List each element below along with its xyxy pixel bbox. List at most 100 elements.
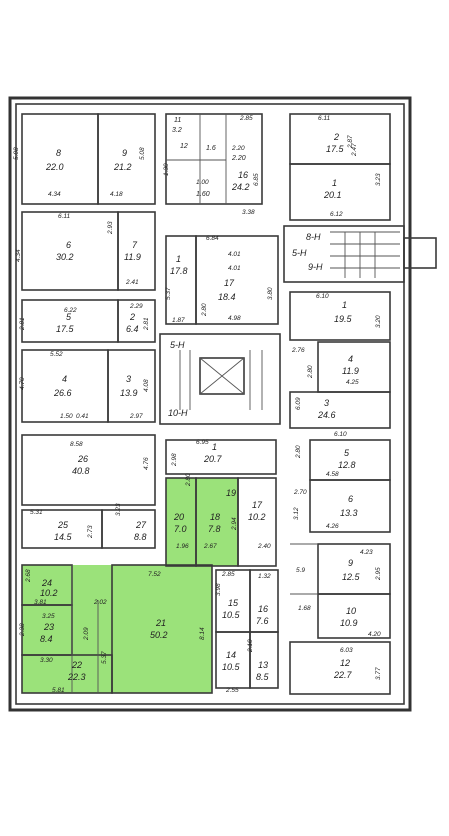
- dimension-label: 4.98: [228, 315, 241, 322]
- room-14b-area: 10.5: [222, 662, 241, 672]
- dimension-label: 6.85: [253, 173, 260, 186]
- room-6-right-outline: [309, 479, 391, 533]
- dimension-label: 2.94: [231, 517, 238, 531]
- room-1-right-outline: [289, 163, 391, 221]
- room-23-area: 8.4: [40, 634, 53, 644]
- stair-labels: 5-Н 10-Н 8-Н 5-Н 9-Н: [168, 232, 323, 418]
- room-2-outline: [117, 299, 156, 343]
- dimension-label: 4.70: [19, 377, 26, 390]
- room-16-id: 16: [238, 170, 248, 180]
- room-17-id: 17: [224, 278, 235, 288]
- room-7-outline: [117, 211, 156, 291]
- room-1r2-id: 1: [342, 300, 347, 310]
- stair-left-bottom-label: 10-Н: [168, 408, 188, 418]
- room-16b-area: 7.6: [256, 616, 269, 626]
- dimension-label: 4.25: [346, 379, 359, 386]
- dimension-label: 4.20: [368, 631, 381, 638]
- room-1r-id: 1: [332, 178, 337, 188]
- dimension-label: 2.85: [239, 115, 253, 122]
- highlight-left-block: [22, 565, 212, 693]
- room-3-area: 13.9: [120, 388, 138, 398]
- dimension-label: 2.41: [125, 279, 139, 286]
- room-10r-id: 10: [346, 606, 356, 616]
- room-13-outline: [249, 631, 279, 689]
- dimension-label: 2.81: [19, 317, 26, 331]
- dimension-label: 8.14: [199, 627, 206, 640]
- room-2-area: 6.4: [126, 324, 139, 334]
- dimension-label: 5.37: [165, 287, 172, 300]
- dimension-label: 1.68: [298, 605, 311, 612]
- dimension-label: 2.93: [107, 221, 114, 235]
- room-16-area: 24.2: [231, 182, 250, 192]
- room-23-id: 23: [43, 622, 54, 632]
- room-11-area: 3.2: [172, 127, 182, 134]
- dimension-label: 5.9: [296, 567, 305, 574]
- dimension-label: 4.01: [228, 265, 241, 272]
- dimension-label: 2.80: [201, 303, 208, 317]
- dimension-label: 1.50: [60, 413, 73, 420]
- room-7-id: 7: [132, 240, 138, 250]
- dimension-label: 1.96: [176, 543, 189, 550]
- room-9r-area: 12.5: [342, 572, 361, 582]
- dimension-label: 4.34: [15, 249, 22, 262]
- room-2r-area: 17.5: [326, 144, 345, 154]
- room-1r2-area: 19.5: [334, 314, 353, 324]
- room-6-outline: [21, 211, 119, 291]
- room-11-16-outline: [165, 113, 263, 205]
- dimension-label: 3.77: [375, 667, 382, 680]
- dimension-label: 4.18: [110, 191, 123, 198]
- inner-wall: [15, 103, 405, 705]
- room-20-area: 7.0: [174, 524, 187, 534]
- room-12r-id: 12: [340, 658, 350, 668]
- room-4r-area: 11.9: [342, 366, 359, 376]
- dimension-label: 2.67: [203, 543, 217, 550]
- dimension-label: 2.02: [93, 599, 107, 606]
- room-1lobby-id: 1: [212, 442, 217, 452]
- room-10-right-outline: [317, 593, 391, 639]
- stair-exterior: [403, 237, 437, 269]
- room-22-id: 22: [71, 660, 82, 670]
- room-17-area: 18.4: [218, 292, 236, 302]
- highlight-zones: [22, 478, 238, 693]
- room-22-area: 22.3: [67, 672, 86, 682]
- dimension-label: 6.03: [340, 647, 353, 654]
- room-27-area: 8.8: [134, 532, 147, 542]
- room-3-outline: [107, 349, 156, 423]
- stair-right-top-label: 8-Н: [306, 232, 321, 242]
- dimension-label: 3.98: [215, 583, 222, 596]
- dimension-label: 4.23: [360, 549, 373, 556]
- dimension-label: 3.23: [375, 173, 382, 186]
- room-17b-outline: [237, 477, 277, 567]
- room-5r-area: 12.8: [338, 460, 356, 470]
- dimension-label: 1.32: [258, 573, 271, 580]
- room-4-area: 26.6: [53, 388, 72, 398]
- dimension-label: 3.12: [293, 507, 300, 520]
- room-17b-id: 17: [252, 500, 263, 510]
- dimension-label: 3.80: [267, 287, 274, 300]
- room-1-r2-outline: [289, 291, 391, 341]
- room-26-area: 40.8: [72, 466, 90, 476]
- room-20-id: 20: [173, 512, 184, 522]
- room-4-id: 4: [62, 374, 67, 384]
- dimension-label: 1.30: [163, 163, 170, 176]
- dimension-label: 1.87: [172, 317, 185, 324]
- room-8-id: 8: [56, 148, 61, 158]
- dimension-label: 2.98: [171, 453, 178, 467]
- dimension-label: 2.29: [129, 303, 143, 310]
- dimension-label: 4.01: [228, 251, 241, 258]
- dimension-label: 2.09: [83, 627, 90, 641]
- room-1-center-outline: [165, 235, 197, 325]
- dimension-label: 2.20: [231, 145, 245, 152]
- dimension-label: 5.52: [50, 351, 63, 358]
- dimension-label: 2.80: [307, 365, 314, 379]
- dimension-label: 2.68: [25, 569, 32, 583]
- dimension-label: 7.52: [148, 571, 161, 578]
- room-12r-area: 22.7: [333, 670, 353, 680]
- dimension-label: 6.84: [206, 235, 219, 242]
- dimension-label: 3.30: [40, 657, 53, 664]
- room-13b-id: 13: [258, 660, 268, 670]
- dimension-label: 3.38: [242, 209, 255, 216]
- dimension-label: 6.09: [295, 397, 302, 410]
